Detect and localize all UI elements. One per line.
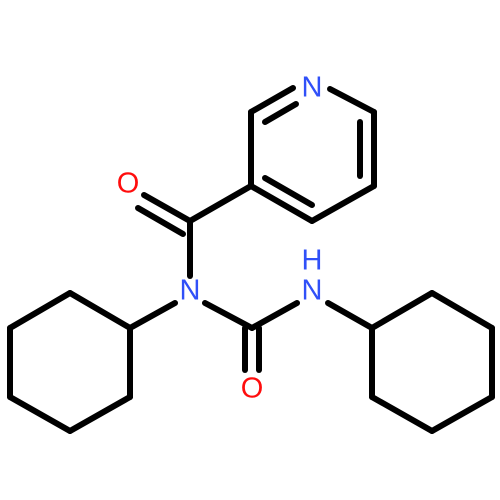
atom-label-amine-n: N bbox=[302, 275, 323, 307]
bond-c3-carbonyl bbox=[187, 183, 254, 224]
bond-pyridine-n1-c6 bbox=[327, 86, 377, 115]
bond-urea-c-nh bbox=[249, 300, 300, 331]
bond-nh-cyclohexyl-right bbox=[325, 300, 375, 331]
bond-pyridine-c4-c3-inner bbox=[262, 175, 315, 208]
bond-chx-right-5 bbox=[369, 394, 435, 434]
atom-label-urea-o: O bbox=[241, 373, 264, 405]
atom-label-pyridine-n: N bbox=[302, 72, 323, 104]
bond-pyridine-c5-c4 bbox=[309, 183, 377, 224]
atom-label-ketone-o: O bbox=[117, 168, 140, 200]
bond-chx-left-5 bbox=[67, 394, 133, 434]
bond-pyridine-c2-n1 bbox=[248, 85, 296, 115]
bond-chx-left-4 bbox=[7, 394, 73, 434]
bond-n-cyclohexyl-left bbox=[127, 300, 178, 331]
bond-chx-left-1 bbox=[67, 290, 133, 331]
bond-carbonyl-o-a bbox=[141, 192, 193, 224]
bond-chx-right-2 bbox=[429, 290, 495, 331]
bond-carbonyl-o-b bbox=[135, 205, 186, 237]
atom-label-amide-n: N bbox=[180, 275, 201, 307]
bond-pyridine-n1-c2-inner bbox=[262, 101, 299, 125]
bond-chx-right-1 bbox=[369, 290, 435, 331]
bond-n-urea-c bbox=[202, 300, 255, 331]
bond-pyridine-c4-c3 bbox=[248, 183, 315, 224]
bond-layer bbox=[7, 85, 495, 434]
bond-chx-left-2 bbox=[7, 290, 73, 331]
atom-label-layer: N O N H N O bbox=[117, 72, 323, 405]
bond-chx-right-4 bbox=[429, 394, 495, 434]
atom-label-amine-h: H bbox=[302, 245, 323, 277]
